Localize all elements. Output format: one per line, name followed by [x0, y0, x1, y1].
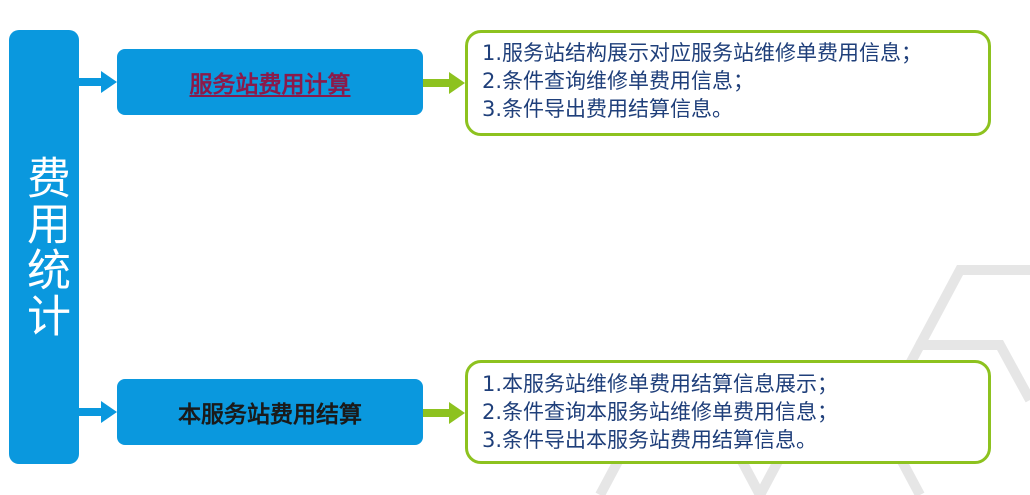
detail-line: 1.服务站结构展示对应服务站维修单费用信息；: [482, 41, 923, 65]
green-arrow-bottom: [423, 402, 465, 424]
main-category-box: 费用统计: [9, 30, 79, 464]
detail-line: 1.本服务站维修单费用结算信息展示；: [482, 372, 839, 396]
green-arrow-top: [423, 72, 465, 94]
blue-arrow-bottom: [79, 401, 117, 423]
detail-line: 2.条件查询本服务站维修单费用信息；: [482, 400, 839, 424]
detail-line: 3.条件导出本服务站费用结算信息。: [482, 428, 818, 452]
branch-fee-calculation-box[interactable]: 服务站费用计算: [117, 49, 423, 115]
branch-fee-calculation-label[interactable]: 服务站费用计算: [189, 72, 351, 98]
branch-fee-settlement-label: 本服务站费用结算: [178, 402, 362, 428]
main-category-title: 费用统计: [19, 155, 70, 339]
fee-calculation-details: 1.服务站结构展示对应服务站维修单费用信息； 2.条件查询维修单费用信息； 3.…: [465, 30, 991, 136]
detail-line: 3.条件导出费用结算信息。: [482, 97, 734, 121]
branch-fee-settlement-box[interactable]: 本服务站费用结算: [117, 379, 423, 445]
fee-settlement-details: 1.本服务站维修单费用结算信息展示； 2.条件查询本服务站维修单费用信息； 3.…: [465, 360, 991, 464]
detail-line: 2.条件查询维修单费用信息；: [482, 69, 755, 93]
blue-arrow-top: [79, 71, 117, 93]
